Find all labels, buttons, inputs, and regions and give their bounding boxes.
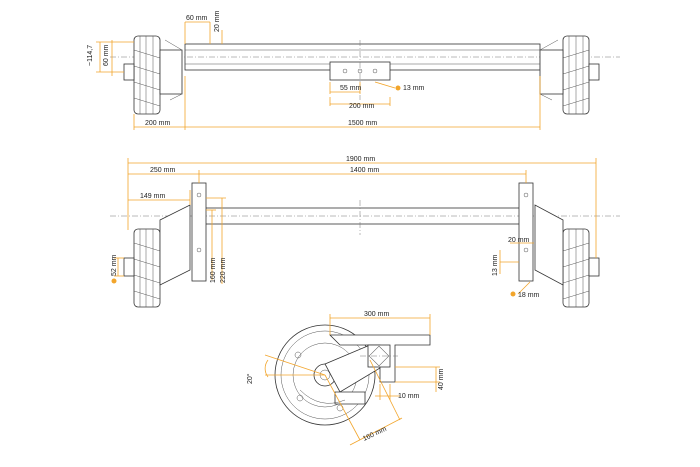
dim-200mm-left: 200 mm [145,120,170,127]
side-view: 300 mm 20° 40 mm 10 mm 160 mm [246,311,445,446]
dim-160mm: 160 mm [362,426,388,443]
dim-300mm: 300 mm [364,311,389,318]
top-right-wheel [539,35,600,115]
dim-1400mm: 1400 mm [350,167,379,174]
top-view: 60 mm 20 mm ~114,7 60 mm 55 mm 13 mm [87,10,620,130]
side-dimensions: 300 mm 20° 40 mm 10 mm 160 mm [246,311,445,446]
dim-160mm: 160 mm [210,258,217,283]
dim-114-7: ~114,7 [87,45,94,66]
dim-250mm: 250 mm [150,167,175,174]
front-right-wheel [534,204,600,308]
dim-10mm: 10 mm [398,393,420,400]
dim-1500mm: 1500 mm [348,120,377,127]
dim-60mm-top: 60 mm [186,15,208,22]
top-left-wheel [123,35,183,115]
diameter-marker-13 [395,85,401,91]
dim-13mm: 13 mm [403,85,425,92]
dim-40mm: 40 mm [438,368,445,390]
front-left-bracket [191,182,207,282]
diameter-marker-18 [510,291,516,297]
dim-55mm: 55 mm [340,85,362,92]
front-view: 1900 mm 250 mm 1400 mm 149 mm 52 mm 160 … [110,156,620,308]
front-dimensions: 1900 mm 250 mm 1400 mm 149 mm 52 mm 160 … [111,156,597,299]
dim-20deg: 20° [246,373,254,384]
top-dimensions: 60 mm 20 mm ~114,7 60 mm 55 mm 13 mm [87,10,541,130]
diameter-marker-52 [111,278,117,284]
dim-200mm-center: 200 mm [349,103,374,110]
dim-18mm: 18 mm [518,292,540,299]
dim-1900mm: 1900 mm [346,156,375,163]
dim-220mm: 220 mm [220,258,227,283]
dim-60mm-left: 60 mm [103,44,110,66]
dim-20mm-vert: 20 mm [214,10,221,32]
dim-13mm-vert: 13 mm [492,254,499,276]
dim-149mm: 149 mm [140,193,165,200]
dim-52mm: 52 mm [111,254,118,276]
front-left-wheel [123,204,191,308]
dim-20mm-right: 20 mm [508,237,530,244]
front-right-bracket [518,182,534,282]
